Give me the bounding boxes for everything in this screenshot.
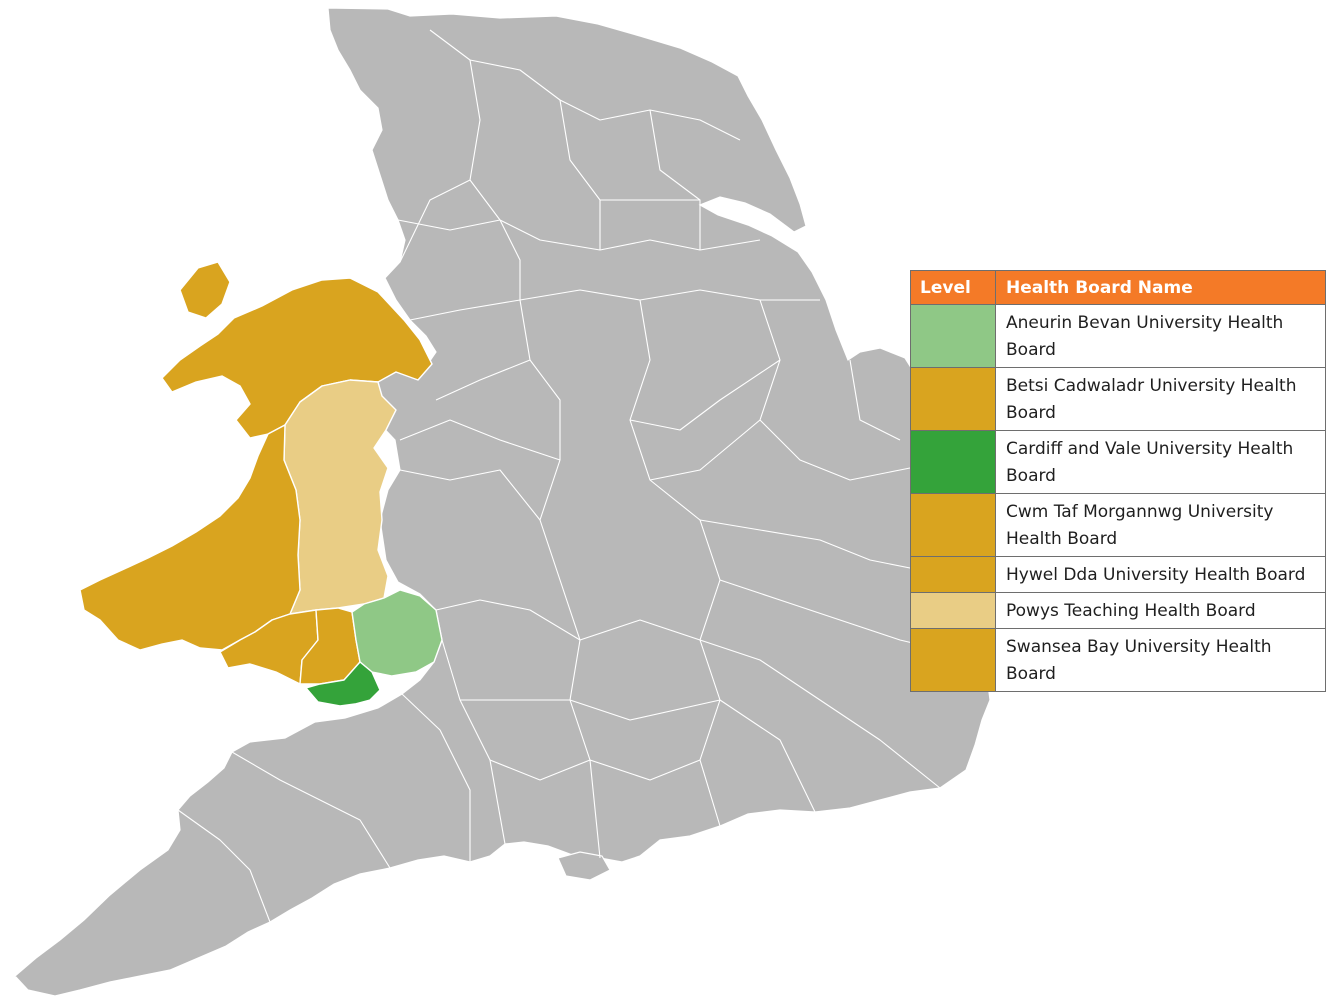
legend-swatch xyxy=(910,592,996,629)
england-landmass xyxy=(14,7,991,997)
legend-row: Cwm Taf Morgannwg University Health Boar… xyxy=(910,493,1326,557)
legend-swatch xyxy=(910,367,996,431)
legend-name: Hywel Dda University Health Board xyxy=(995,556,1326,593)
region-hywel-dda xyxy=(79,424,301,651)
welsh-health-boards xyxy=(79,261,443,707)
legend-row: Betsi Cadwaladr University Health Board xyxy=(910,367,1326,431)
legend-row: Cardiff and Vale University Health Board xyxy=(910,430,1326,494)
legend-name: Aneurin Bevan University Health Board xyxy=(995,304,1326,368)
region-powys xyxy=(283,379,397,615)
legend-row: Powys Teaching Health Board xyxy=(910,592,1326,629)
legend-swatch xyxy=(910,430,996,494)
region-cardiff-and-vale xyxy=(305,661,381,707)
legend-name: Powys Teaching Health Board xyxy=(995,592,1326,629)
legend-name: Cardiff and Vale University Health Board xyxy=(995,430,1326,494)
legend-name: Cwm Taf Morgannwg University Health Boar… xyxy=(995,493,1326,557)
legend-row: Hywel Dda University Health Board xyxy=(910,556,1326,593)
region-betsi-cadwaladr xyxy=(179,261,231,319)
legend-swatch xyxy=(910,628,996,692)
legend-swatch xyxy=(910,493,996,557)
legend-header-level: Level xyxy=(910,270,996,305)
legend-name: Swansea Bay University Health Board xyxy=(995,628,1326,692)
legend-name: Betsi Cadwaladr University Health Board xyxy=(995,367,1326,431)
legend-row: Swansea Bay University Health Board xyxy=(910,628,1326,692)
legend-header-row: Level Health Board Name xyxy=(910,270,1326,305)
legend-row: Aneurin Bevan University Health Board xyxy=(910,304,1326,368)
region-aneurin-bevan xyxy=(351,589,443,677)
legend-swatch xyxy=(910,304,996,368)
legend-swatch xyxy=(910,556,996,593)
legend-header-name: Health Board Name xyxy=(995,270,1326,305)
legend-table: Level Health Board Name Aneurin Bevan Un… xyxy=(910,270,1326,692)
isle-of-wight xyxy=(557,851,611,881)
